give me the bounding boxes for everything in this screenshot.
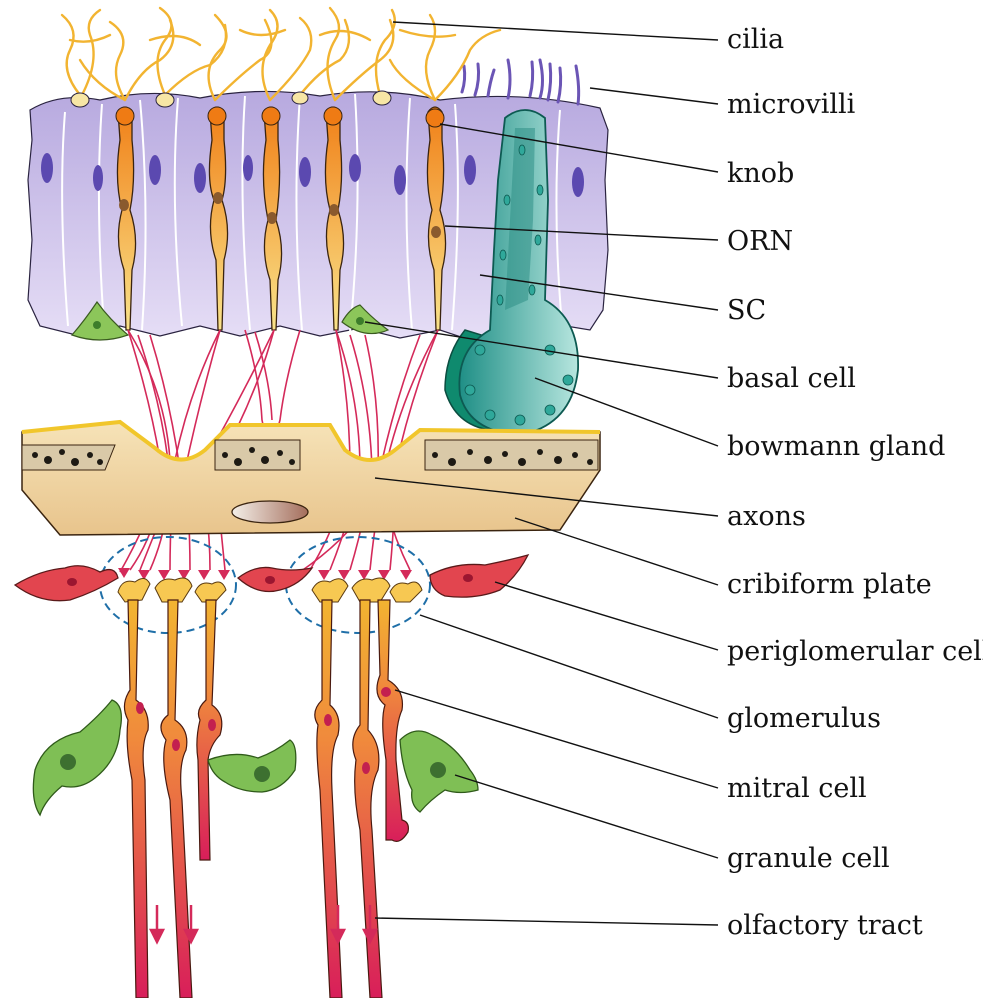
label-cilia: cilia <box>727 24 784 55</box>
label-microvilli: microvilli <box>727 89 856 120</box>
granule-cells <box>33 700 478 815</box>
label-sc: SC <box>727 295 766 326</box>
label-glomerulus: glomerulus <box>727 703 881 734</box>
label-basal-cell: basal cell <box>727 363 856 394</box>
foramen <box>232 501 308 523</box>
label-periglomerular-cell: periglomerular cell <box>727 636 983 667</box>
label-bowmann-gland: bowmann gland <box>727 431 945 462</box>
cribiform-plate <box>22 422 600 535</box>
label-olfactory-tract: olfactory tract <box>727 910 923 941</box>
label-orn: ORN <box>727 226 793 257</box>
label-knob: knob <box>727 158 794 189</box>
label-granule-cell: granule cell <box>727 843 890 874</box>
label-mitral-cell: mitral cell <box>727 773 867 804</box>
label-cribiform-plate: cribiform plate <box>727 569 932 600</box>
cilia <box>62 8 500 100</box>
labels: cilia microvilli knob ORN SC basal cell … <box>727 24 983 941</box>
label-axons: axons <box>727 501 806 532</box>
